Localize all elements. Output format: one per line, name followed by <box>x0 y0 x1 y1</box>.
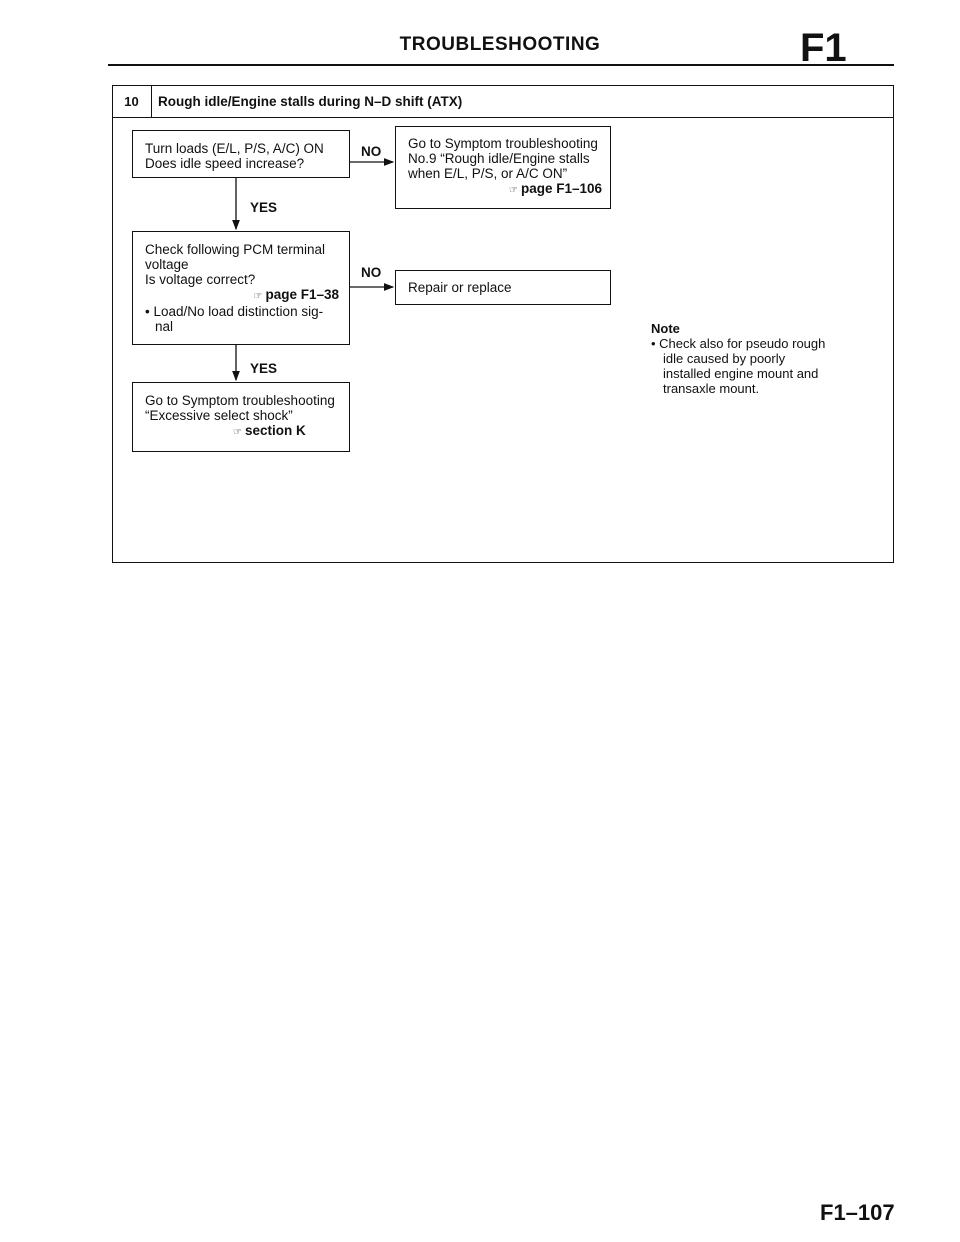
page-reference: ☞page F1–38 <box>145 287 339 304</box>
section-code: F1 <box>800 26 847 70</box>
reference-text: section K <box>244 423 306 438</box>
box-text: voltage <box>145 257 189 272</box>
note-heading: Note <box>651 321 680 336</box>
box-text: Go to Symptom troubleshooting <box>408 136 598 151</box>
box-text: Go to Symptom troubleshooting <box>145 393 335 408</box>
step-title: Rough idle/Engine stalls during N–D shif… <box>158 94 463 109</box>
pointing-hand-icon: ☞ <box>233 427 242 438</box>
page-number: F1–107 <box>820 1200 895 1225</box>
step-check-idle-speed: Turn loads (E/L, P/S, A/C) ON Does idle … <box>132 130 350 178</box>
reference-text: page F1–106 <box>520 181 602 196</box>
yes-label-2: YES <box>250 361 278 376</box>
no-label-2: NO <box>361 265 382 280</box>
note-continuation: installed engine mount and <box>663 366 819 381</box>
step-repair-or-replace: Repair or replace <box>395 270 611 305</box>
note-bullet: • Check also for pseudo rough <box>651 336 826 351</box>
box-text: Turn loads (E/L, P/S, A/C) ON <box>145 141 324 156</box>
frame-header-rule <box>112 117 894 118</box>
bullet-item: • Load/No load distinction sig- <box>145 304 324 319</box>
bullet-continuation: nal <box>155 319 174 334</box>
pointing-hand-icon: ☞ <box>508 185 518 196</box>
pointing-hand-icon: ☞ <box>253 291 262 302</box>
page-reference: ☞page F1–106 <box>408 181 602 198</box>
box-text: when E/L, P/S, or A/C ON” <box>408 166 568 181</box>
box-text: Repair or replace <box>408 280 512 295</box>
yes-label-1: YES <box>250 200 278 215</box>
page-reference: ☞section K <box>145 423 339 440</box>
step-goto-symptom-9: Go to Symptom troubleshooting No.9 “Roug… <box>395 126 611 209</box>
box-text: Is voltage correct? <box>145 272 256 287</box>
box-text: Check following PCM terminal <box>145 242 326 257</box>
reference-text: page F1–38 <box>265 287 339 302</box>
box-text: “Excessive select shock” <box>145 408 293 423</box>
note-continuation: idle caused by poorly <box>663 351 786 366</box>
step-check-pcm-voltage: Check following PCM terminal voltage Is … <box>132 231 350 345</box>
page-title: TROUBLESHOOTING <box>399 34 601 55</box>
note-continuation: transaxle mount. <box>663 381 760 396</box>
header-rule <box>108 64 894 66</box>
box-text: No.9 “Rough idle/Engine stalls <box>408 151 590 166</box>
step-number: 10 <box>112 85 152 118</box>
step-goto-select-shock: Go to Symptom troubleshooting “Excessive… <box>132 382 350 452</box>
no-label-1: NO <box>361 144 382 159</box>
box-text: Does idle speed increase? <box>145 156 305 171</box>
flowchart-frame <box>112 85 894 563</box>
note-block: Note • Check also for pseudo rough idle … <box>651 321 825 396</box>
